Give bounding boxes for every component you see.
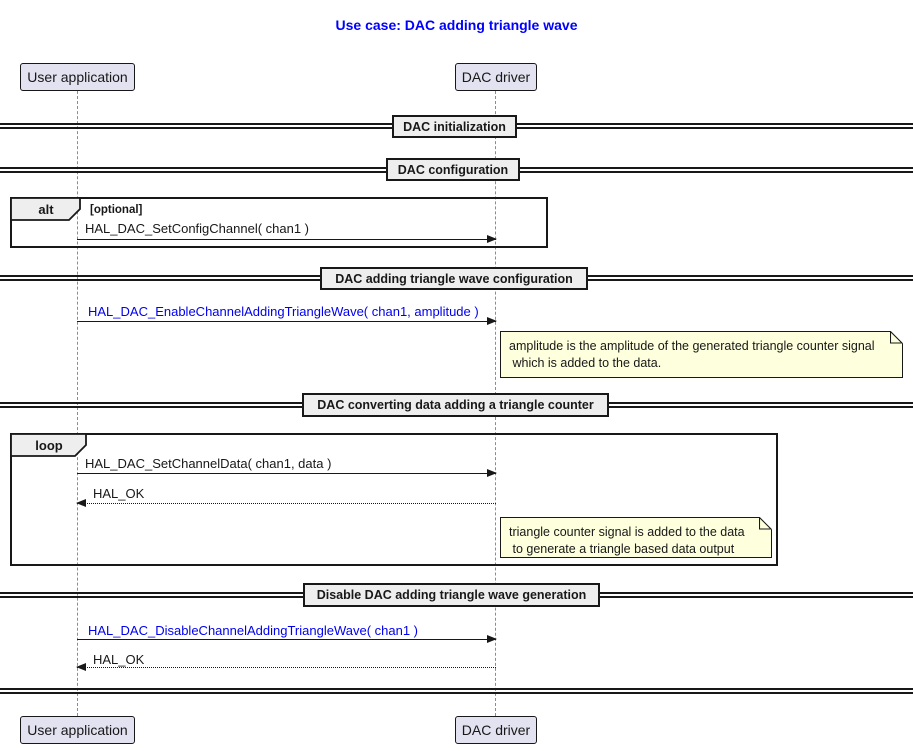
message-enable-channel-adding-triangle-wave[interactable]: HAL_DAC_EnableChannelAddingTriangleWave(… xyxy=(88,304,479,319)
note-amplitude: amplitude is the amplitude of the genera… xyxy=(500,331,903,378)
note-fold-icon xyxy=(890,331,903,344)
arrow-disable-channel-adding-triangle-wave xyxy=(77,634,497,643)
participant-user-application-bottom: User application xyxy=(20,716,135,744)
loop-frame-label: loop xyxy=(35,438,63,453)
participant-user-application-top: User application xyxy=(20,63,135,91)
alt-frame-label: alt xyxy=(38,202,54,217)
alt-frame-guard: [optional] xyxy=(90,204,143,216)
note-triangle-counter-line-2: to generate a triangle based data output xyxy=(509,541,735,556)
message-disable-channel-adding-triangle-wave[interactable]: HAL_DAC_DisableChannelAddingTriangleWave… xyxy=(88,623,418,638)
arrow-set-channel-data xyxy=(77,468,497,477)
message-set-config-channel: HAL_DAC_SetConfigChannel( chan1 ) xyxy=(85,221,310,236)
diagram-title: Use case: DAC adding triangle wave xyxy=(335,17,578,33)
loop-frame: loop xyxy=(10,433,778,566)
alt-frame-tab-icon xyxy=(10,197,81,221)
return-arrow-hal-ok-2 xyxy=(76,662,496,671)
message-set-channel-data: HAL_DAC_SetChannelData( chan1, data ) xyxy=(85,456,332,471)
participant-dac-driver-top: DAC driver xyxy=(455,63,537,91)
return-arrow-hal-ok-1 xyxy=(76,498,496,507)
divider-label-dac-configuration: DAC configuration xyxy=(386,158,520,181)
alt-frame: alt [optional] xyxy=(10,197,548,248)
loop-frame-tab-icon xyxy=(10,433,87,457)
divider-label-dac-initialization: DAC initialization xyxy=(392,115,517,138)
note-amplitude-line-2: which is added to the data. xyxy=(509,355,662,370)
return-message-hal-ok-1: HAL_OK xyxy=(93,486,145,501)
arrow-set-config-channel xyxy=(77,234,497,243)
participant-dac-driver-bottom: DAC driver xyxy=(455,716,537,744)
arrow-enable-channel-adding-triangle-wave xyxy=(77,316,497,325)
return-message-hal-ok-2: HAL_OK xyxy=(93,652,145,667)
divider-label-disable-wave: Disable DAC adding triangle wave generat… xyxy=(303,583,600,607)
note-triangle-counter: triangle counter signal is added to the … xyxy=(500,517,772,558)
divider-label-wave-configuration: DAC adding triangle wave configuration xyxy=(320,267,588,290)
note-fold-icon xyxy=(759,517,772,530)
divider-label-converting-data: DAC converting data adding a triangle co… xyxy=(302,393,609,417)
divider-line-bottom xyxy=(0,688,913,694)
note-amplitude-line-1: amplitude is the amplitude of the genera… xyxy=(509,339,875,353)
note-triangle-counter-line-1: triangle counter signal is added to the … xyxy=(509,525,745,539)
